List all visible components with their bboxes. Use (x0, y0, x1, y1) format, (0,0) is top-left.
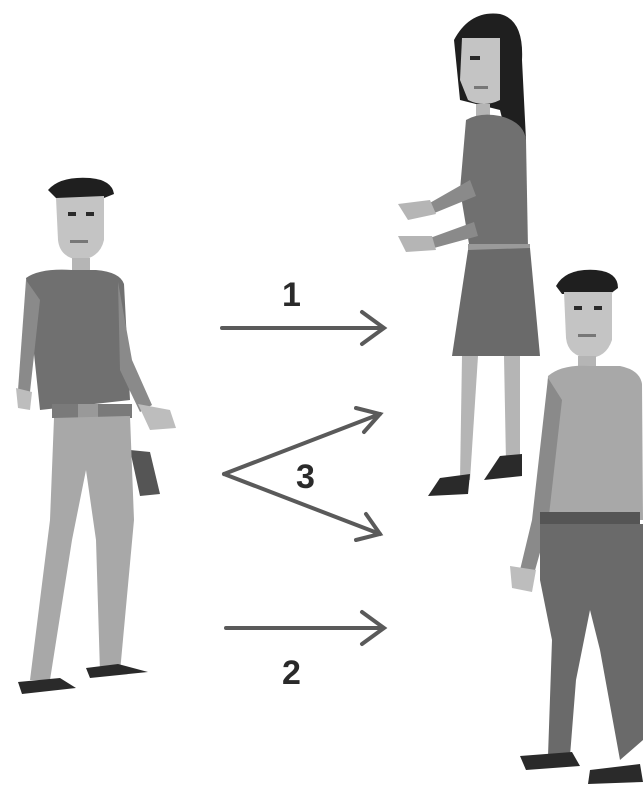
arrow-1-label: 1 (282, 276, 301, 314)
arrow-2-label: 2 (282, 654, 301, 692)
arrow-2 (226, 612, 384, 644)
arrow-1 (222, 312, 384, 344)
arrow-3-label: 3 (296, 458, 315, 496)
woman-figure (398, 14, 540, 496)
left-man-figure (16, 178, 176, 694)
